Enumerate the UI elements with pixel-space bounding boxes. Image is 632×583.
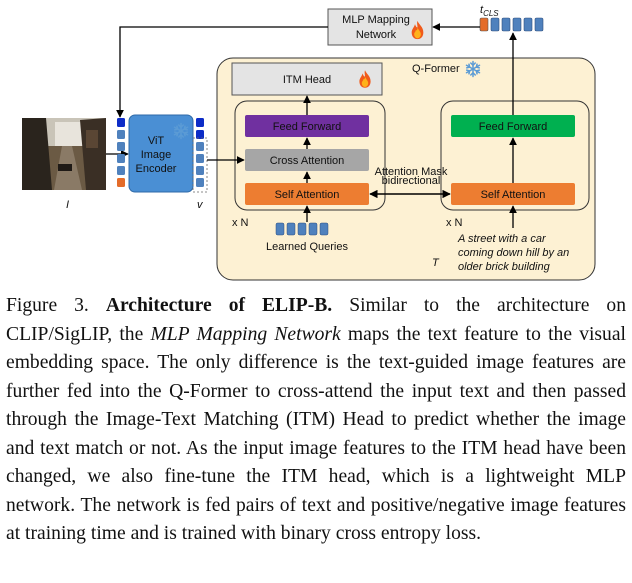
- figure-label: Figure 3.: [6, 295, 89, 316]
- input-text-line1: A street with a car: [457, 233, 547, 245]
- input-text-line2: coming down hill by an: [458, 247, 569, 259]
- token: [196, 154, 204, 163]
- learned-queries-label: Learned Queries: [266, 241, 348, 253]
- v-symbol: v: [197, 199, 204, 211]
- vit-label-line3: Encoder: [136, 163, 177, 175]
- text-token: [534, 17, 544, 32]
- text-token: [501, 17, 511, 32]
- feed-forward-left-label: Feed Forward: [273, 121, 341, 133]
- mapped-text-token: [117, 118, 125, 127]
- text-token: [523, 17, 533, 32]
- caption-text-2: maps the text feature to the visual embe…: [6, 323, 626, 545]
- xn-right-label: x N: [446, 217, 463, 229]
- figure-caption: Figure 3. Architecture of ELIP-B. Simila…: [6, 292, 626, 549]
- token: [196, 118, 204, 127]
- cross-attention-label: Cross Attention: [270, 155, 345, 167]
- feed-forward-right-box: [451, 115, 575, 137]
- caption-emphasis: MLP Mapping Network: [150, 323, 341, 345]
- image-token: [117, 130, 125, 139]
- token: [196, 166, 204, 175]
- input-text-line3: older brick building: [458, 261, 551, 273]
- architecture-diagram: Q-Former MLP Mapping Network tCLS ITM He…: [22, 4, 596, 281]
- cross-attention-box: [245, 149, 369, 171]
- query-token: [319, 222, 329, 236]
- bidirectional-label: bidirectional: [382, 175, 441, 187]
- qformer-label: Q-Former: [412, 63, 460, 75]
- t-symbol: T: [432, 257, 440, 269]
- cls-token: [479, 17, 489, 32]
- learned-query-tokens: [275, 222, 329, 236]
- caption-title: Architecture of ELIP-B.: [105, 295, 333, 316]
- query-token: [308, 222, 318, 236]
- token-group-outline: [192, 137, 208, 193]
- token: [196, 178, 204, 187]
- arrow-mlp-to-image-tokens: [116, 26, 328, 118]
- query-token: [286, 222, 296, 236]
- image-token: [117, 154, 125, 163]
- itm-head-label: ITM Head: [283, 74, 331, 86]
- self-attention-right-label: Self Attention: [481, 189, 546, 201]
- attention-mask-label: Attention Mask: [375, 166, 448, 178]
- xn-left-label: x N: [232, 217, 249, 229]
- input-token-column: [117, 118, 125, 187]
- self-attention-left-label: Self Attention: [275, 189, 340, 201]
- image-token: [117, 178, 125, 187]
- self-attention-right-box: [451, 183, 575, 205]
- text-output-tokens: [479, 17, 544, 32]
- query-token: [275, 222, 285, 236]
- t-cls-label: tCLS: [480, 4, 499, 18]
- self-attention-left-box: [245, 183, 369, 205]
- output-token-column: [192, 118, 208, 193]
- vit-label-line1: ViT: [148, 135, 165, 147]
- query-token: [297, 222, 307, 236]
- input-image: [22, 118, 106, 190]
- text-token: [490, 17, 500, 32]
- image-token: [117, 142, 125, 151]
- mlp-label-line2: Network: [356, 29, 397, 41]
- vit-label-line2: Image: [141, 149, 172, 161]
- image-token: [117, 166, 125, 175]
- token: [196, 130, 204, 139]
- itm-head-box: [231, 62, 383, 96]
- image-symbol: I: [66, 199, 69, 211]
- token: [196, 142, 204, 151]
- mlp-label-line1: MLP Mapping: [342, 14, 410, 26]
- text-token: [512, 17, 522, 32]
- caption-text-1: Similar to the architecture on CLIP/SigL…: [6, 295, 626, 345]
- feed-forward-right-label: Feed Forward: [479, 121, 547, 133]
- feed-forward-left-box: [245, 115, 369, 137]
